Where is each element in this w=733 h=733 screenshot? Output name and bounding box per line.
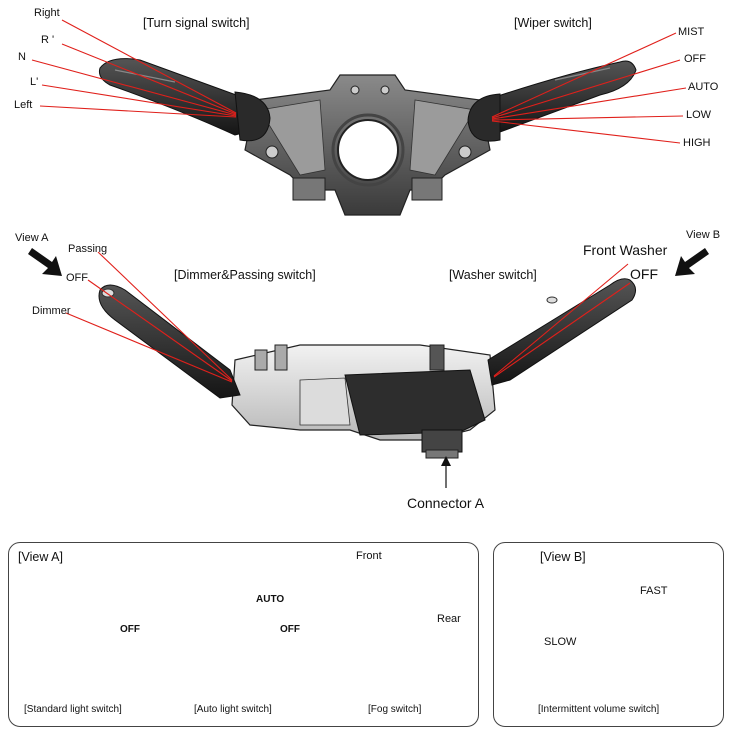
wiper-title: [Wiper switch]: [514, 16, 592, 30]
washer-title: [Washer switch]: [449, 268, 537, 282]
off-left-label: OFF: [66, 272, 88, 284]
fog-rear-label: Rear: [437, 613, 461, 625]
turn-position-right: Right: [34, 7, 60, 19]
turn-position-n: N: [18, 51, 26, 63]
steering-column-hole: [337, 119, 399, 181]
standard-off-label: OFF: [120, 624, 140, 635]
turn-position-l-prime: L': [30, 76, 39, 88]
wiper-position-off: OFF: [684, 53, 706, 65]
view-b-label: View B: [686, 229, 721, 241]
passing-label: Passing: [68, 243, 108, 255]
fog-front-label: Front: [356, 550, 382, 562]
wiper-position-auto: AUTO: [688, 81, 719, 93]
intermittent-caption: [Intermittent volume switch]: [538, 704, 660, 715]
dimmer-leaders: [65, 251, 233, 383]
connector-a-label: Connector A: [407, 495, 485, 511]
fog-switch-caption: [Fog switch]: [368, 704, 422, 715]
turn-position-left: Left: [14, 99, 33, 111]
off-right-label: OFF: [630, 266, 658, 282]
view-b-title: [View B]: [540, 550, 586, 564]
view-b-arrow: [675, 248, 709, 276]
connector-arrow: [441, 456, 451, 488]
auto-position-label: AUTO: [256, 594, 285, 605]
wiper-position-high: HIGH: [683, 137, 711, 149]
view-a-label: View A: [15, 232, 49, 244]
wiper-stalk: [467, 60, 637, 142]
turn-position-r-prime: R ': [41, 34, 55, 46]
wiper-leaders: [491, 32, 687, 144]
view-a-panel: [8, 542, 479, 727]
slow-label: SLOW: [544, 636, 577, 648]
view-a-arrow: [28, 248, 62, 276]
wiper-position-low: LOW: [686, 109, 712, 121]
top-switch-assembly: [99, 58, 637, 216]
front-washer-label: Front Washer: [583, 242, 668, 258]
standard-light-caption: [Standard light switch]: [24, 704, 122, 715]
wiper-position-mist: MIST: [678, 26, 705, 38]
washer-leaders: [493, 263, 631, 378]
dimmer-label: Dimmer: [32, 305, 71, 317]
view-b-panel: [493, 542, 724, 727]
turn-signal-stalk: [99, 58, 271, 142]
auto-off-label: OFF: [280, 624, 300, 635]
dimmer-title: [Dimmer&Passing switch]: [174, 268, 316, 282]
turn-signal-leaders: [31, 19, 237, 118]
auto-light-caption: [Auto light switch]: [194, 704, 272, 715]
fast-label: FAST: [640, 585, 668, 597]
view-a-title: [View A]: [18, 550, 63, 564]
middle-switch-assembly: [98, 278, 636, 459]
turn-signal-title: [Turn signal switch]: [143, 16, 250, 30]
